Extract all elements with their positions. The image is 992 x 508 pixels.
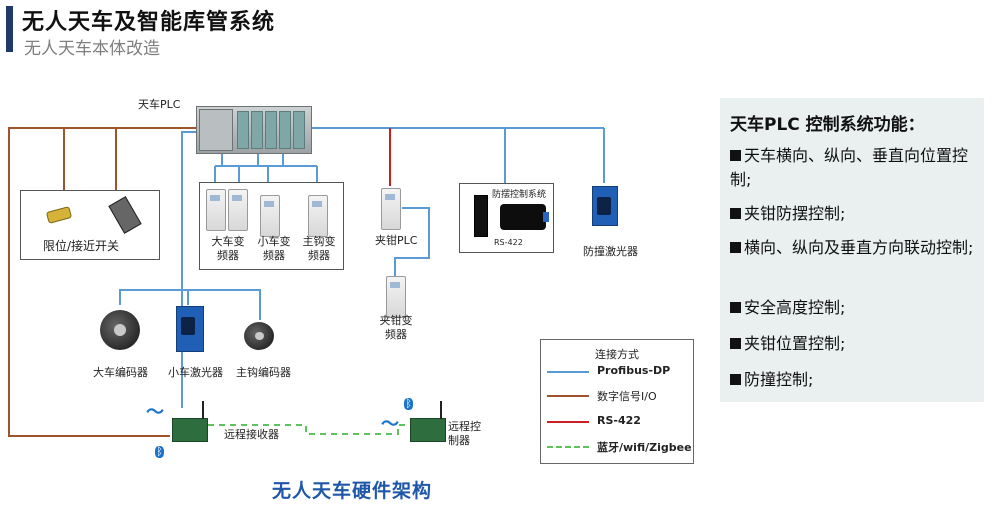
anticollision-laser-icon (592, 186, 618, 226)
vfd-bridge-label-line: 大车变 (211, 235, 245, 248)
plc-io-module (251, 111, 263, 149)
clamp-plc-label: 夹钳PLC (375, 234, 418, 247)
clamp-vfd-icon (386, 276, 406, 318)
io-trunk (8, 127, 196, 437)
panel-item-text: 安全高度控制; (744, 298, 846, 317)
trolley-laser-label: 小车激光器 (168, 366, 223, 379)
anticollision-label: 防撞激光器 (583, 245, 638, 258)
vfd-icon (228, 189, 248, 231)
title-accent-bar (6, 6, 13, 52)
panel-item: 防撞控制; (730, 368, 980, 392)
clamp-vfd-label-line: 夹钳变 (379, 314, 413, 327)
legend-swatch (547, 371, 589, 373)
bullet-icon (730, 208, 741, 219)
remote-receiver-label: 远程接收器 (224, 428, 279, 441)
bullet-icon (730, 338, 741, 349)
plc-function-panel: 天车PLC 控制系统功能： 天车横向、纵向、垂直向位置控制; 夹钳防摆控制; 横… (720, 98, 984, 402)
panel-item: 横向、纵向及垂直方向联动控制; (730, 236, 980, 260)
bluetooth-icon: ᛒ (404, 397, 413, 410)
plc-io-module (293, 111, 305, 149)
vfd-icon (308, 195, 328, 237)
plc-io-module (279, 111, 291, 149)
bridge-encoder-icon (100, 310, 140, 350)
vfd-hook-label-line: 主钩变 (302, 235, 336, 248)
panel-item: 夹钳位置控制; (730, 332, 980, 356)
vfd-group: 大车变 频器 小车变 频器 主钩变 频器 (199, 182, 344, 270)
plc-io-module (265, 111, 277, 149)
wifi-icon: 〜 (381, 414, 399, 435)
vfd-hook-label-line: 频器 (308, 249, 330, 262)
panel-item: 夹钳防摆控制; (730, 202, 980, 226)
legend-label: Profibus-DP (597, 364, 671, 377)
clamp-vfd-label: 夹钳变 频器 (374, 314, 418, 342)
remote-controller-label-line: 制器 (448, 434, 470, 447)
plc-label: 天车PLC (138, 98, 181, 111)
panel-item-text: 天车横向、纵向、垂直向位置控制; (730, 146, 969, 189)
hook-encoder-icon (244, 322, 274, 350)
page-subtitle: 无人天车本体改造 (24, 39, 160, 59)
bullet-icon (730, 302, 741, 313)
proximity-sensor-icon (45, 206, 73, 224)
remote-receiver-icon (172, 401, 208, 442)
hook-encoder-label: 主钩编码器 (236, 366, 291, 379)
connection-legend: 连接方式 Profibus-DP 数字信号I/O RS-422 蓝牙/wifi/… (540, 339, 694, 464)
plc-cpu-module (199, 109, 233, 151)
bullet-icon (730, 374, 741, 385)
page-title: 无人天车及智能库管系统 (22, 10, 276, 35)
bluetooth-icon: ᛒ (155, 445, 164, 458)
antisway-controller-icon (474, 195, 488, 237)
legend-label: RS-422 (597, 414, 641, 427)
vfd-trolley-label: 小车变 频器 (252, 235, 296, 263)
bullet-icon (730, 242, 741, 253)
bullet-icon (730, 150, 741, 161)
wireless-link (208, 424, 412, 435)
clamp-plc-icon (381, 188, 401, 230)
antisway-camera-icon (500, 204, 549, 230)
limit-switch-icon (108, 196, 142, 234)
vfd-trolley-label-line: 频器 (263, 249, 285, 262)
vfd-icon (206, 189, 226, 231)
panel-item-text: 夹钳防摆控制; (744, 204, 846, 223)
legend-swatch (547, 395, 589, 397)
panel-item-text: 夹钳位置控制; (744, 334, 846, 353)
remote-controller-label-line: 远程控 (448, 420, 481, 433)
clamp-vfd-label-line: 频器 (385, 328, 407, 341)
plc-io-module (237, 111, 249, 149)
vfd-trolley-label-line: 小车变 (257, 235, 291, 248)
vfd-bridge-label: 大车变 频器 (206, 235, 250, 263)
dp-clamp-plc-to-vfd (394, 207, 430, 276)
limit-switch-label: 限位/接近开关 (43, 239, 120, 253)
antisway-label: 防摆控制系统 (492, 190, 547, 200)
io-lines (8, 127, 196, 437)
vfd-icon (260, 195, 280, 237)
remote-controller-label: 远程控 制器 (448, 420, 481, 448)
vfd-hook-label: 主钩变 频器 (297, 235, 341, 263)
panel-item: 天车横向、纵向、垂直向位置控制; (730, 144, 980, 192)
wireless-lines (208, 424, 412, 435)
trolley-laser-icon (176, 306, 204, 352)
panel-item: 安全高度控制; (730, 296, 980, 320)
legend-label: 蓝牙/wifi/Zigbee (597, 441, 692, 454)
vfd-bridge-label-line: 频器 (217, 249, 239, 262)
panel-item-text: 横向、纵向及垂直方向联动控制; (744, 238, 974, 257)
remote-controller-icon (410, 401, 446, 442)
dp-encoder-bus (119, 289, 261, 320)
wifi-icon: 〜 (146, 402, 164, 423)
rs422-tag: RS-422 (494, 238, 523, 247)
legend-swatch (547, 421, 589, 423)
limit-switch-group: 限位/接近开关 (20, 190, 160, 260)
diagram-caption: 无人天车硬件架构 (272, 480, 433, 502)
panel-title: 天车PLC 控制系统功能： (730, 115, 925, 135)
crane-plc (196, 106, 312, 154)
legend-title: 连接方式 (595, 348, 639, 361)
bridge-encoder-label: 大车编码器 (93, 366, 148, 379)
legend-swatch (547, 446, 589, 448)
legend-label: 数字信号I/O (597, 390, 657, 403)
panel-item-text: 防撞控制; (744, 370, 814, 389)
